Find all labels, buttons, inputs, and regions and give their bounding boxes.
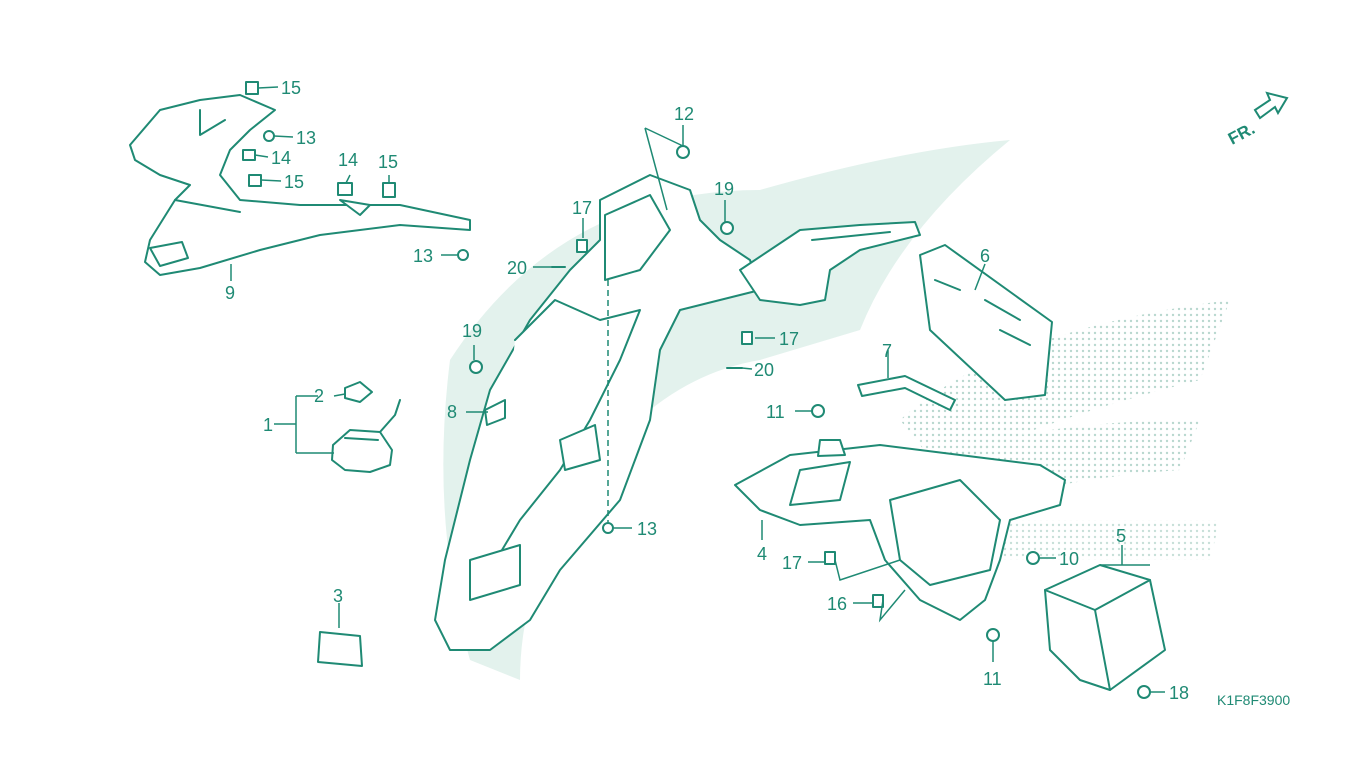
callout-10: 10 [1059, 549, 1079, 569]
nut-19-a [720, 221, 734, 235]
part-5-cover [1044, 564, 1166, 691]
callout-17: 17 [572, 198, 592, 218]
callout-17: 17 [779, 329, 799, 349]
bolt-11-b [986, 628, 1000, 642]
callout-14: 14 [338, 150, 358, 170]
screw-13-c [602, 522, 614, 534]
bolt-12 [676, 145, 690, 159]
part-1-license-light [331, 381, 401, 473]
callout-11: 11 [766, 402, 785, 422]
clip-17-c [824, 551, 836, 565]
part-9-rear-cowl [129, 94, 471, 276]
part-7-strip [857, 375, 956, 411]
bolt-11-a [811, 404, 825, 418]
callout-19: 19 [462, 321, 482, 341]
nut-15-b [248, 174, 262, 187]
callout-numbers: 15 13 14 15 14 15 13 9 12 17 19 20 6 17 … [225, 78, 1189, 703]
callout-15: 15 [284, 172, 304, 192]
callout-19: 19 [714, 179, 734, 199]
nut-10 [1026, 551, 1040, 565]
part-6-license-bracket [919, 244, 1053, 401]
screw-13-a [263, 130, 275, 142]
callout-2: 2 [314, 386, 324, 406]
callout-15: 15 [378, 152, 398, 172]
part-8-rear-fender [434, 174, 921, 651]
callout-13: 13 [637, 519, 657, 539]
clip-14-a [242, 149, 256, 161]
screw-18 [1137, 685, 1151, 699]
callout-6: 6 [980, 246, 990, 266]
callout-13: 13 [296, 128, 316, 148]
callout-16: 16 [827, 594, 847, 614]
part-3-reflector [317, 631, 363, 667]
callout-1: 1 [263, 415, 273, 435]
leader-lines [230, 86, 1165, 693]
callout-13: 13 [413, 246, 433, 266]
callout-8: 8 [447, 402, 457, 422]
callout-11: 11 [983, 669, 1002, 689]
part-4-inner-fender [734, 439, 1066, 621]
clip-14-b [337, 182, 353, 196]
part-2-grommet [344, 381, 373, 403]
nut-15-top [245, 81, 259, 95]
direction-label: FR. [1225, 119, 1258, 149]
clip-17-b [741, 331, 753, 345]
callout-20: 20 [754, 360, 774, 380]
callout-12: 12 [674, 104, 694, 124]
callout-15: 15 [281, 78, 301, 98]
clip-17-a [576, 239, 588, 253]
callout-14: 14 [271, 148, 291, 168]
nut-19-b [469, 360, 483, 374]
nut-15-c [382, 182, 396, 198]
callout-3: 3 [333, 586, 343, 606]
front-direction-arrow: FR. [1225, 91, 1289, 149]
callout-17: 17 [782, 553, 802, 573]
screw-13-b [457, 249, 469, 261]
callout-18: 18 [1169, 683, 1189, 703]
callout-5: 5 [1116, 526, 1126, 546]
callout-9: 9 [225, 283, 235, 303]
diagram-code: K1F8F3900 [1217, 692, 1290, 708]
callout-7: 7 [882, 341, 892, 361]
callout-20: 20 [507, 258, 527, 278]
callout-4: 4 [757, 544, 767, 564]
